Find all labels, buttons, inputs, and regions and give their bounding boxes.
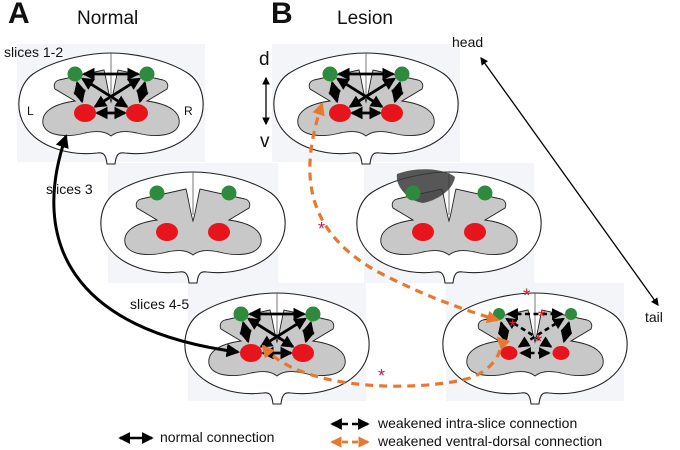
ventral-node-left <box>74 103 96 123</box>
connection-arrows <box>73 67 573 360</box>
dorsal-node-right <box>305 306 321 322</box>
weakened-intra-slice-arrow <box>517 317 565 348</box>
dorsal-node-right <box>221 185 237 201</box>
dorsal-node-left <box>67 66 83 82</box>
panel-a-letter: A <box>8 0 30 30</box>
slices-3-label: slices 3 <box>46 181 93 197</box>
ventral-node-left <box>500 346 518 360</box>
normal-connection-arrow <box>93 77 141 108</box>
significance-asterisk: * <box>538 307 546 328</box>
legend-ventral-dorsal-label: weakened ventral-dorsal connection <box>378 433 603 449</box>
dorsal-node-left <box>405 185 421 201</box>
normal-connection-arrow <box>348 77 396 108</box>
panel-b-title: Lesion <box>337 8 393 29</box>
dorsal-node-left <box>149 185 165 201</box>
ventral-node-right <box>381 103 403 123</box>
significance-asterisk: * <box>535 332 543 353</box>
ventral-axis-label: v <box>260 131 270 152</box>
dorsal-node-left <box>322 66 338 82</box>
ventral-node-left <box>156 222 178 242</box>
legend-intra-label: weakened intra-slice connection <box>378 415 578 431</box>
panel-a-title: Normal <box>77 8 139 29</box>
significance-asterisk: * <box>318 219 326 239</box>
dorsal-node-right <box>565 308 577 320</box>
left-side-label: L <box>27 104 34 118</box>
slices-4-5-label: slices 4-5 <box>130 296 190 312</box>
significance-asterisk: * <box>378 366 386 386</box>
head-tail-axis-arrow <box>480 57 659 306</box>
weakened-vd-connection-top <box>308 102 500 324</box>
weakened-intra-slice-arrow <box>497 321 510 344</box>
tail-axis-label: tail <box>645 309 663 325</box>
slices-1-2-label: slices 1-2 <box>4 44 64 60</box>
head-axis-label: head <box>452 34 484 50</box>
ventral-node-right <box>552 346 570 360</box>
ventral-node-left <box>412 222 434 242</box>
long-normal-connection-arrow <box>52 134 241 358</box>
dorsal-node-right <box>477 185 493 201</box>
ventral-node-left <box>329 103 351 123</box>
dorsal-axis-label: d <box>259 49 270 70</box>
dorsal-node-left <box>233 306 249 322</box>
panel-b-letter: B <box>271 0 293 30</box>
weakened-vd-connection-bottom <box>261 336 511 388</box>
legend-normal-label: normal connection <box>160 429 275 445</box>
ventral-node-right <box>208 222 230 242</box>
ventral-node-left <box>240 343 262 363</box>
ventral-node-right <box>464 222 486 242</box>
significance-asterisk: * <box>523 286 531 307</box>
ventral-node-right <box>126 103 148 123</box>
dorsal-node-right <box>139 66 155 82</box>
dorsal-node-right <box>394 66 410 82</box>
ventral-node-right <box>292 343 314 363</box>
weakened-intra-slice-arrow <box>560 321 573 344</box>
significance-asterisk: * <box>509 317 517 338</box>
right-side-label: R <box>184 104 193 118</box>
